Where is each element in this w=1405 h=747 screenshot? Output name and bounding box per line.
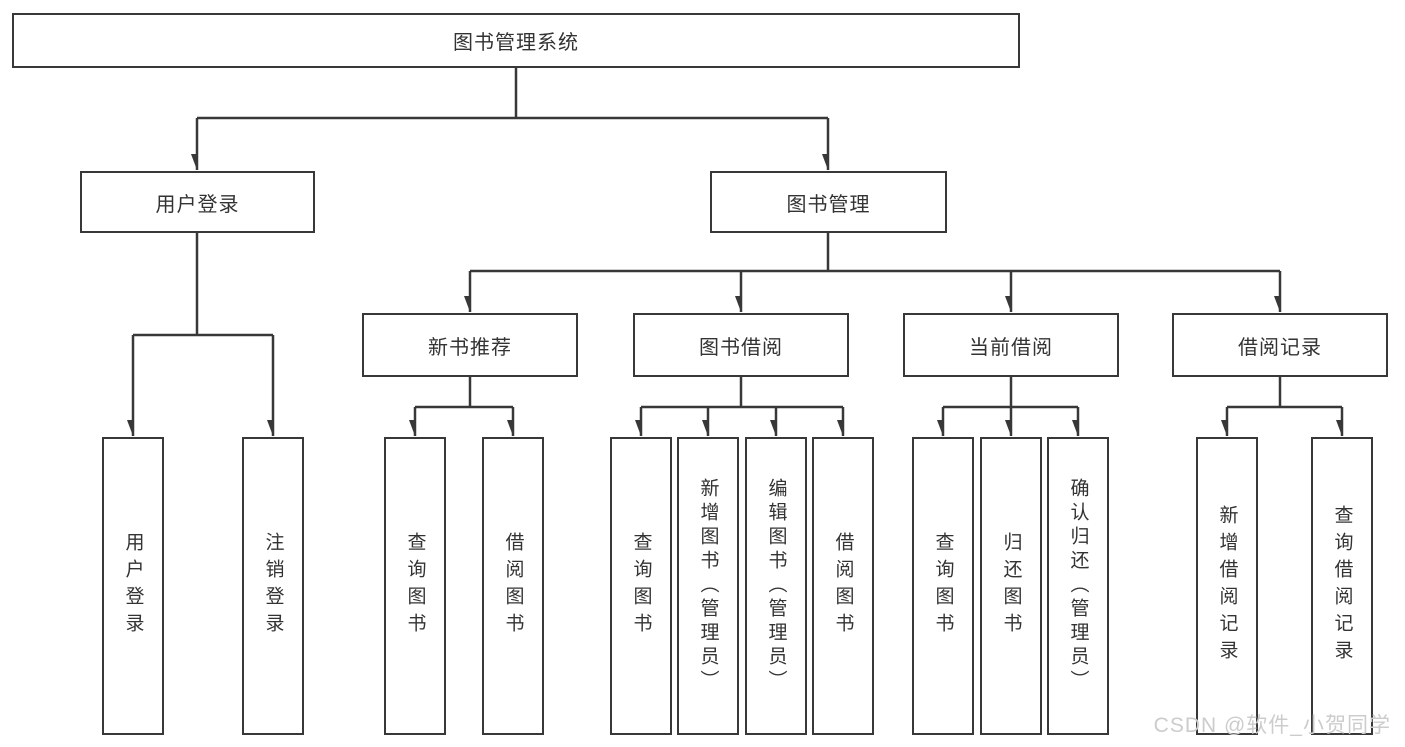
leaf-query-book-3: 查询图书 <box>912 437 974 735</box>
leaf-borrow-book-1-label: 借阅图书 <box>502 532 524 640</box>
node-system-root-label: 图书管理系统 <box>453 32 579 54</box>
node-borrow-records: 借阅记录 <box>1172 313 1388 377</box>
leaf-add-borrow-record-label: 新增借阅记录 <box>1216 505 1238 667</box>
leaf-add-book-admin-label: 新增图书（管理员） <box>697 478 719 694</box>
connector-group <box>133 68 1344 436</box>
leaf-query-book-3-label: 查询图书 <box>932 532 954 640</box>
node-borrow-records-label: 借阅记录 <box>1238 336 1322 359</box>
node-new-book-recommend: 新书推荐 <box>362 313 578 377</box>
leaf-logout-label: 注销登录 <box>262 532 284 640</box>
node-book-borrow: 图书借阅 <box>633 313 849 377</box>
node-book-management: 图书管理 <box>710 171 947 233</box>
leaf-borrow-book-2: 借阅图书 <box>812 437 874 735</box>
leaf-confirm-return-admin-label: 确认归还（管理员） <box>1067 478 1089 694</box>
node-new-book-recommend-label: 新书推荐 <box>428 336 512 359</box>
leaf-edit-book-admin: 编辑图书（管理员） <box>745 437 807 735</box>
leaf-query-book-2-label: 查询图书 <box>630 532 652 640</box>
csdn-watermark: CSDN @软件_小贺同学 <box>1153 714 1391 737</box>
node-book-management-label: 图书管理 <box>786 193 871 216</box>
leaf-query-book-2: 查询图书 <box>610 437 672 735</box>
leaf-confirm-return-admin: 确认归还（管理员） <box>1047 437 1109 735</box>
leaf-query-borrow-record-label: 查询借阅记录 <box>1331 505 1353 667</box>
leaf-return-book-label: 归还图书 <box>1000 532 1022 640</box>
leaf-query-book-1-label: 查询图书 <box>404 532 426 640</box>
node-user-login-group: 用户登录 <box>80 171 315 233</box>
node-current-borrow-label: 当前借阅 <box>969 336 1053 359</box>
leaf-add-book-admin: 新增图书（管理员） <box>677 437 739 735</box>
leaf-query-borrow-record: 查询借阅记录 <box>1311 437 1373 735</box>
leaf-user-login-label: 用户登录 <box>122 532 144 640</box>
leaf-query-book-1: 查询图书 <box>384 437 446 735</box>
leaf-add-borrow-record: 新增借阅记录 <box>1196 437 1258 735</box>
node-system-root: 图书管理系统 <box>12 13 1020 68</box>
leaf-borrow-book-1: 借阅图书 <box>482 437 544 735</box>
node-user-login-group-label: 用户登录 <box>155 193 240 216</box>
leaf-borrow-book-2-label: 借阅图书 <box>832 532 854 640</box>
node-book-borrow-label: 图书借阅 <box>699 336 783 359</box>
leaf-logout: 注销登录 <box>242 437 304 735</box>
leaf-return-book: 归还图书 <box>980 437 1042 735</box>
leaf-user-login: 用户登录 <box>102 437 164 735</box>
node-current-borrow: 当前借阅 <box>903 313 1119 377</box>
leaf-edit-book-admin-label: 编辑图书（管理员） <box>765 478 787 694</box>
